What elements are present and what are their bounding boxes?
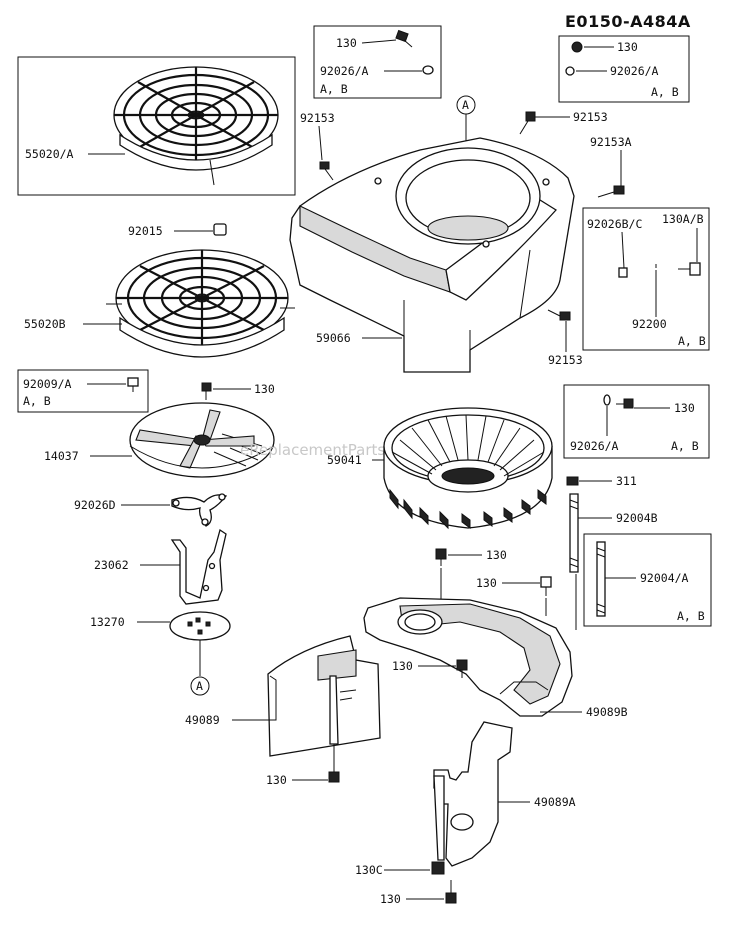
label-311: 311 <box>616 474 637 488</box>
label-92026a: 92026/A <box>610 64 659 78</box>
label-92026d: 92026D <box>74 498 116 512</box>
inset-box-screen: 55020/A <box>17 56 296 196</box>
screw-icon <box>547 309 571 321</box>
label-130ab: 130A/B <box>662 212 704 226</box>
flywheel-59041 <box>383 407 553 530</box>
bolt-icon <box>201 382 212 400</box>
label-92153: 92153 <box>548 353 583 367</box>
screen-55020a <box>113 66 279 186</box>
label-49089b: 49089B <box>586 705 628 719</box>
label-55020a: 55020/A <box>25 147 74 161</box>
label-49089a: 49089A <box>534 795 576 809</box>
label-130: 130 <box>266 773 287 787</box>
bolt-icon <box>431 861 445 875</box>
label-13270: 13270 <box>90 615 125 629</box>
baffle-49089b <box>363 597 573 717</box>
bracket-23062 <box>170 528 227 605</box>
label-49089: 49089 <box>185 713 220 727</box>
bolt-icon <box>328 762 340 783</box>
diagram-code: E0150-A484A <box>565 12 691 31</box>
label-ab: A, B <box>671 439 699 453</box>
label-92026a: 92026/A <box>570 439 619 453</box>
clip-92026d <box>171 493 228 527</box>
reference-marker-label: A <box>196 679 203 693</box>
label-130: 130 <box>336 36 357 50</box>
label-92009a: 92009/A <box>23 377 72 391</box>
bolt-icon <box>445 880 457 904</box>
screw-icon <box>597 185 625 198</box>
label-92026a: 92026/A <box>320 64 369 78</box>
label-130: 130 <box>254 382 275 396</box>
bolt-icon <box>616 398 634 409</box>
inset-box-92004a: 92004/A A, B <box>583 533 712 627</box>
bolt-icon <box>540 576 552 596</box>
shroud-49089 <box>267 635 381 757</box>
bolt-icon <box>678 262 701 276</box>
label-59041: 59041 <box>327 453 362 467</box>
inset-box-top-center: 130 92026/A A, B <box>313 25 442 99</box>
label-92153: 92153 <box>573 110 608 124</box>
stud-92004b <box>569 493 579 573</box>
washer-icon <box>565 66 575 76</box>
screw-icon <box>319 161 334 181</box>
shroud-49089a <box>433 721 513 867</box>
bolt-icon <box>571 41 583 53</box>
knob-icon <box>213 223 227 236</box>
label-59066: 59066 <box>316 331 351 345</box>
washer-icon <box>422 65 434 75</box>
label-130: 130 <box>476 576 497 590</box>
label-92153a: 92153A <box>590 135 632 149</box>
inset-box-top-right: 130 92026/A A, B <box>558 35 690 103</box>
label-ab: A, B <box>677 609 705 623</box>
bolt-icon <box>127 377 139 392</box>
label-92004a: 92004/A <box>640 571 689 585</box>
label-130c: 130C <box>355 863 383 877</box>
inset-box-right-mid: 92026B/C 130A/B 92200 A, B <box>582 207 710 351</box>
key-icon <box>566 476 579 486</box>
inset-box-right-92026a: 130 92026/A A, B <box>563 384 710 459</box>
washer-icon <box>603 394 611 406</box>
bolt-icon <box>456 659 468 678</box>
label-14037: 14037 <box>44 449 79 463</box>
reference-marker-label: A <box>462 98 469 112</box>
label-55020b: 55020B <box>24 317 66 331</box>
watermark: eReplacementParts.com <box>240 441 422 459</box>
label-ab: A, B <box>678 334 706 348</box>
label-130: 130 <box>392 659 413 673</box>
stud-92004a <box>596 541 606 617</box>
bolt-icon <box>435 548 447 566</box>
washer-icon <box>618 267 628 278</box>
label-92015: 92015 <box>128 224 163 238</box>
label-ab: A, B <box>23 394 51 408</box>
inset-box-92009a: 92009/A A, B <box>17 369 149 413</box>
bolt-icon <box>395 29 413 48</box>
label-92153: 92153 <box>300 111 335 125</box>
plate-13270 <box>169 611 231 641</box>
label-23062: 23062 <box>94 558 129 572</box>
label-92026bc: 92026B/C <box>587 217 642 231</box>
blower-housing-59066 <box>289 137 575 373</box>
fan-14037 <box>129 402 275 478</box>
label-92004b: 92004B <box>616 511 658 525</box>
label-ab: A, B <box>320 82 348 96</box>
label-130: 130 <box>380 892 401 906</box>
reference-marker-a-bottom: A <box>190 676 210 696</box>
screen-55020b <box>106 249 295 358</box>
label-130: 130 <box>674 401 695 415</box>
label-92200: 92200 <box>632 317 667 331</box>
label-ab: A, B <box>651 85 679 99</box>
label-130: 130 <box>486 548 507 562</box>
screw-icon <box>519 111 536 135</box>
label-130: 130 <box>617 40 638 54</box>
